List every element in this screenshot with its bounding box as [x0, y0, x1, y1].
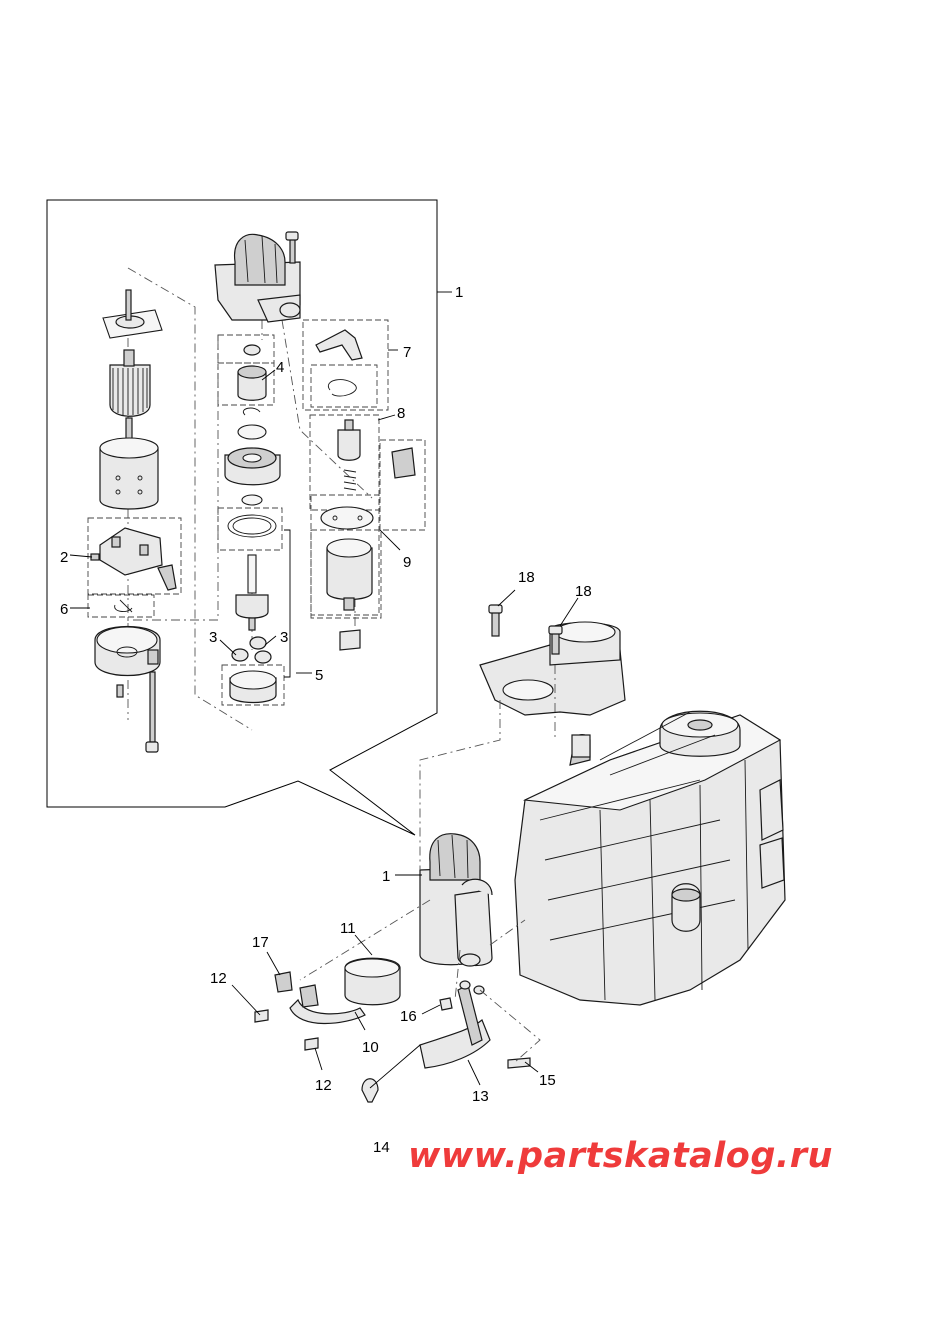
assembled-starter: [419, 833, 493, 967]
end-cap: [94, 599, 161, 753]
callout-1-inset: 1: [455, 284, 463, 301]
callout-8: 8: [397, 405, 405, 422]
callout-3-left: 3: [209, 629, 217, 646]
brush-holder: [90, 527, 177, 591]
callout-5: 5: [315, 667, 323, 684]
gear-column: [224, 344, 281, 704]
armature-column: [99, 289, 163, 510]
callout-12-upper: 12: [210, 970, 227, 987]
callout-9: 9: [403, 554, 411, 571]
inset-frame: [46, 199, 438, 836]
watermark: www.partskatalog.ru: [408, 1136, 833, 1176]
callout-18-right: 18: [575, 583, 592, 600]
callout-18-left: 18: [518, 569, 535, 586]
callout-2: 2: [60, 549, 68, 566]
callout-10: 10: [362, 1039, 379, 1056]
callout-6: 6: [60, 601, 68, 618]
callout-4: 4: [276, 359, 284, 376]
callout-14: 14: [373, 1139, 390, 1156]
starter-front-housing: [214, 231, 301, 323]
outer-assembly-lines: [299, 665, 556, 1063]
group-boxes: [87, 319, 426, 706]
callout-16: 16: [400, 1008, 417, 1025]
bracket-parts: [254, 957, 531, 1103]
callout-labels: 1 1 2 3 3 4 5 6 7 8 9 10 11 12 12 13 14 …: [60, 284, 592, 1156]
solenoid-column: [315, 329, 416, 651]
engine-block: [514, 710, 786, 1006]
engine-bracket: [479, 604, 626, 716]
leader-lines: [69, 291, 579, 1089]
callout-1-main: 1: [382, 868, 390, 885]
callout-15: 15: [539, 1072, 556, 1089]
callout-17: 17: [252, 934, 269, 951]
callout-7: 7: [403, 344, 411, 361]
callout-3-right: 3: [280, 629, 288, 646]
callout-13: 13: [472, 1088, 489, 1105]
callout-11: 11: [340, 920, 356, 937]
callout-12-lower: 12: [315, 1077, 332, 1094]
